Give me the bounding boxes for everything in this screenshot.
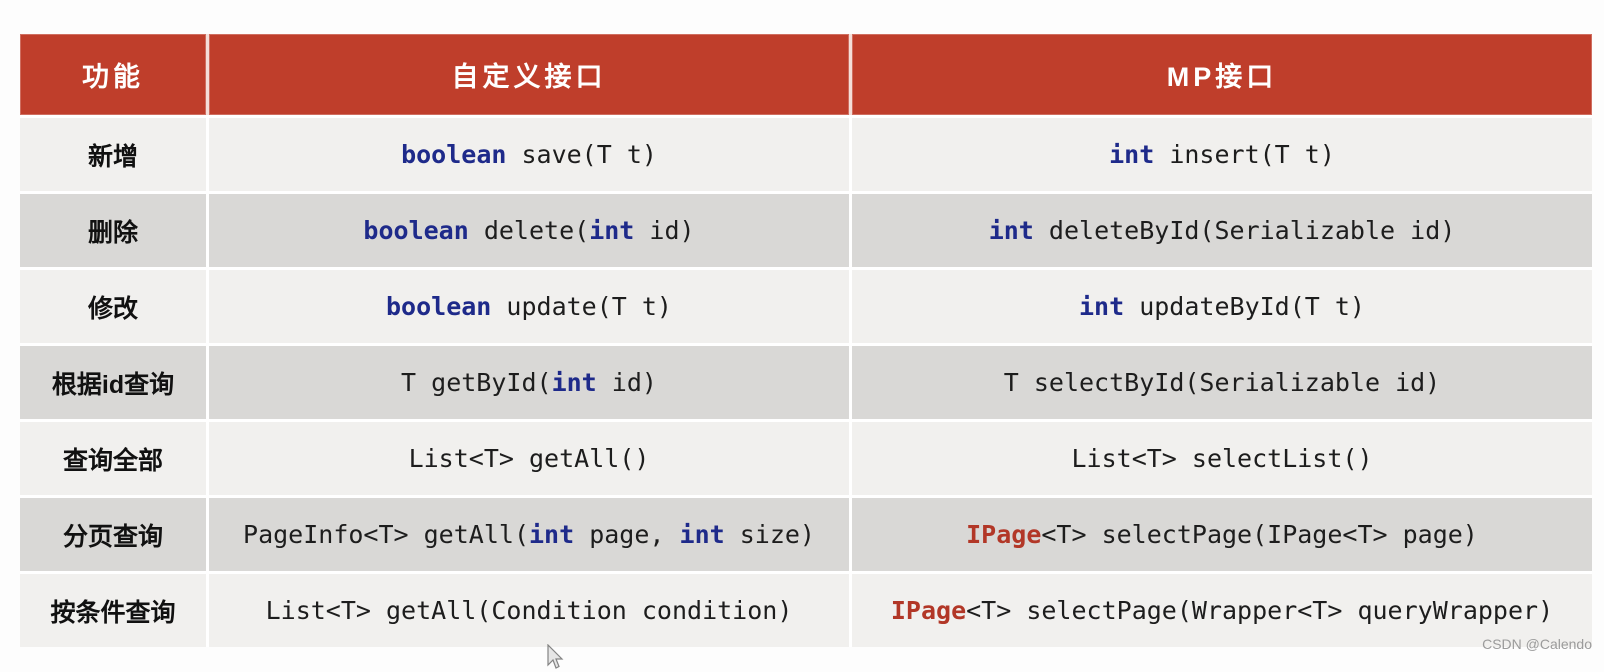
table-header-row: 功能 自定义接口 MP接口 <box>20 34 1592 115</box>
table-row: 按条件查询 List<T> getAll(Condition condition)… <box>20 571 1592 647</box>
feature-label: 按条件查询 <box>20 574 209 647</box>
mp-signature-cell: IPage<T> selectPage(IPage<T> page) <box>852 498 1592 571</box>
code-segment-plain: PageInfo<T> getAll( <box>243 520 529 549</box>
table-row: 查询全部 List<T> getAll() List<T> selectList() <box>20 419 1592 495</box>
custom-signature-cell: PageInfo<T> getAll(int page, int size) <box>209 498 852 571</box>
feature-label: 新增 <box>20 118 209 191</box>
code-segment-plain: List<T> getAll(Condition condition) <box>265 596 793 625</box>
code-segment-keyword: boolean <box>401 140 507 169</box>
mp-signature-cell: List<T> selectList() <box>852 422 1592 495</box>
code-segment-plain: updateById(T t) <box>1124 292 1365 321</box>
code-segment-keyword: boolean <box>386 292 492 321</box>
code-segment-type-red: IPage <box>890 596 967 625</box>
custom-signature-cell: boolean update(T t) <box>209 270 852 343</box>
mp-signature-cell: T selectById(Serializable id) <box>852 346 1592 419</box>
code-segment-plain: deleteById(Serializable id) <box>1033 216 1456 245</box>
mp-signature-cell: int updateById(T t) <box>852 270 1592 343</box>
custom-signature-cell: boolean delete(int id) <box>209 194 852 267</box>
header-cell-custom-interface: 自定义接口 <box>209 34 852 115</box>
feature-label: 分页查询 <box>20 498 209 571</box>
code-segment-plain: <T> selectPage(IPage<T> page) <box>1041 520 1478 549</box>
feature-label: 删除 <box>20 194 209 267</box>
code-segment-keyword: int <box>529 520 575 549</box>
custom-signature-cell: T getById(int id) <box>209 346 852 419</box>
code-segment-plain: id) <box>596 368 657 397</box>
csdn-watermark: CSDN @Calendo <box>1482 636 1592 652</box>
code-segment-keyword: int <box>988 216 1034 245</box>
code-segment-plain: size) <box>724 520 815 549</box>
code-segment-type-red: IPage <box>966 520 1042 549</box>
mouse-cursor-icon <box>547 644 564 669</box>
code-segment-plain: save(T t) <box>506 140 657 169</box>
mp-signature-cell: int insert(T t) <box>852 118 1592 191</box>
code-segment-keyword: int <box>589 216 635 245</box>
custom-signature-cell: List<T> getAll(Condition condition) <box>209 574 852 647</box>
code-segment-plain: List<T> getAll() <box>408 444 650 473</box>
header-cell-mp-interface: MP接口 <box>852 34 1592 115</box>
code-segment-keyword: int <box>1079 292 1125 321</box>
code-segment-keyword: int <box>679 520 725 549</box>
code-segment-plain: List<T> selectList() <box>1071 444 1373 473</box>
mp-signature-cell: int deleteById(Serializable id) <box>852 194 1592 267</box>
code-segment-plain: T getById( <box>401 368 552 397</box>
custom-signature-cell: boolean save(T t) <box>209 118 852 191</box>
feature-label: 查询全部 <box>20 422 209 495</box>
feature-label: 修改 <box>20 270 209 343</box>
code-segment-plain: page, <box>574 520 680 549</box>
code-segment-plain: T selectById(Serializable id) <box>1003 368 1441 397</box>
code-segment-keyword: boolean <box>363 216 469 245</box>
code-segment-plain: id) <box>634 216 695 245</box>
code-segment-plain: <T> selectPage(Wrapper<T> queryWrapper) <box>966 596 1554 625</box>
feature-label: 根据id查询 <box>20 346 209 419</box>
code-segment-plain: delete( <box>468 216 590 245</box>
header-cell-feature: 功能 <box>20 34 209 115</box>
code-segment-keyword: int <box>1109 140 1155 169</box>
mp-signature-cell: IPage<T> selectPage(Wrapper<T> queryWrap… <box>852 574 1592 647</box>
custom-signature-cell: List<T> getAll() <box>209 422 852 495</box>
code-segment-keyword: int <box>551 368 597 397</box>
code-segment-plain: update(T t) <box>491 292 672 321</box>
code-segment-plain: insert(T t) <box>1154 140 1335 169</box>
